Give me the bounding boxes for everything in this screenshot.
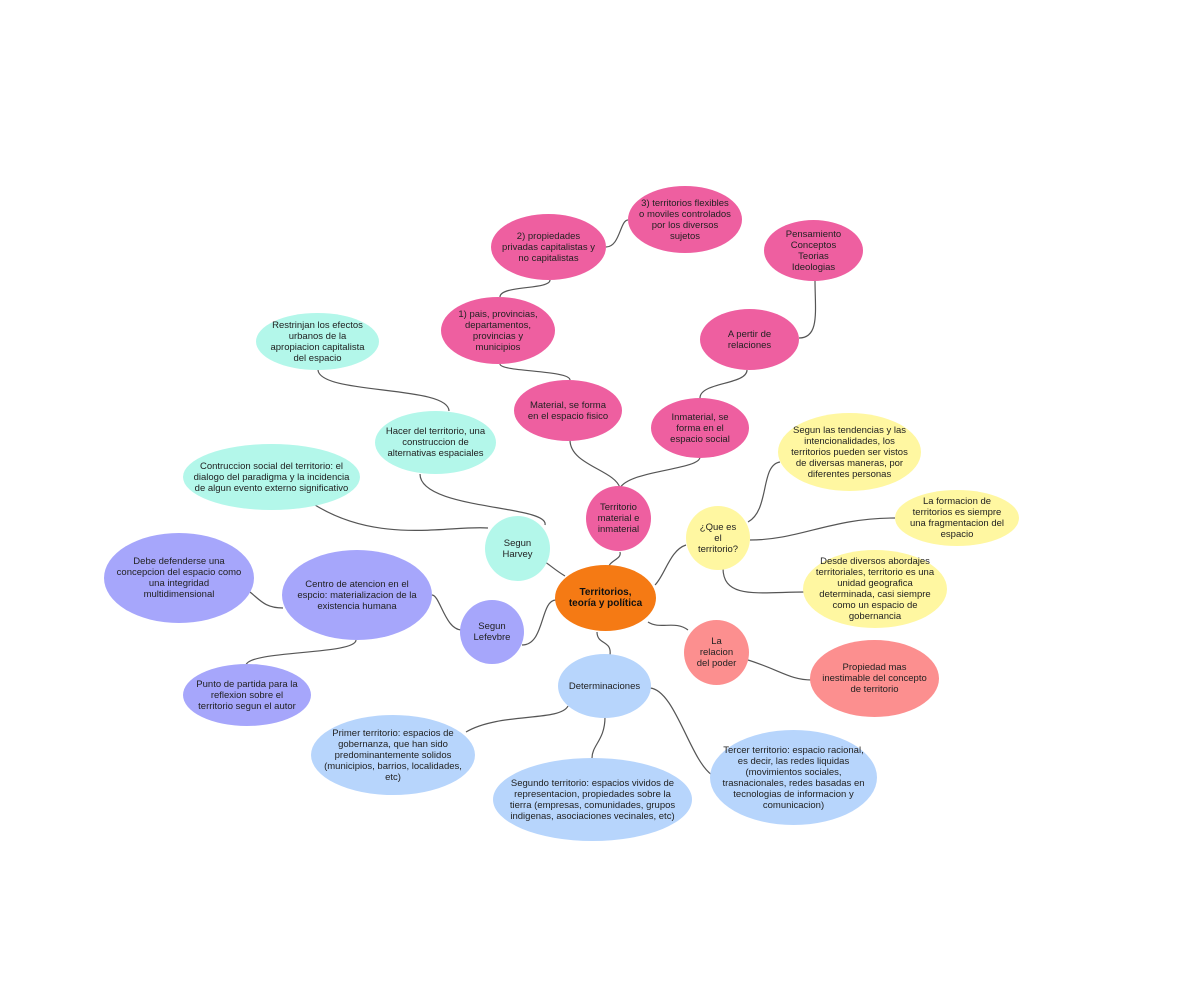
node-a-pertir-de-relaciones[interactable]: A pertir de relaciones	[700, 309, 799, 370]
node-determinaciones[interactable]: Determinaciones	[558, 654, 651, 718]
node-contruccion-social[interactable]: Contruccion social del territorio: el di…	[183, 444, 360, 510]
node-territorio-material-inmaterial[interactable]: Territorio material e inmaterial	[586, 486, 651, 551]
node-debe-defenderse[interactable]: Debe defenderse una concepcion del espac…	[104, 533, 254, 623]
node-que-es-el-territorio[interactable]: ¿Que es el territorio?	[686, 506, 750, 570]
node-primer-territorio[interactable]: Primer territorio: espacios de gobernanz…	[311, 715, 475, 795]
node-material[interactable]: Material, se forma en el espacio fisico	[514, 380, 622, 441]
node-hacer-territorio[interactable]: Hacer del territorio, una construccion d…	[375, 411, 496, 474]
root-node[interactable]: Territorios, teoría y política	[555, 565, 656, 631]
node-desde-diversos[interactable]: Desde diversos abordajes territoriales, …	[803, 550, 947, 628]
node-territorios-flexibles[interactable]: 3) territorios flexibles o moviles contr…	[628, 186, 742, 253]
node-propiedad-mas-inestimable[interactable]: Propiedad mas inestimable del concepto d…	[810, 640, 939, 717]
node-segundo-territorio[interactable]: Segundo territorio: espacios vividos de …	[493, 758, 692, 841]
node-segun-lefevbre[interactable]: Segun Lefevbre	[460, 600, 524, 664]
node-paises[interactable]: 1) pais, provincias, departamentos, prov…	[441, 297, 555, 364]
node-centro-de-atencion[interactable]: Centro de atencion en el espcio: materia…	[282, 550, 432, 640]
node-punto-de-partida[interactable]: Punto de partida para la reflexion sobre…	[183, 664, 311, 726]
node-segun-las-tendencias[interactable]: Segun las tendencias y las intencionalid…	[778, 413, 921, 491]
node-restrinjan[interactable]: Restrinjan los efectos urbanos de la apr…	[256, 313, 379, 370]
node-tercer-territorio[interactable]: Tercer territorio: espacio racional, es …	[710, 730, 877, 825]
node-inmaterial[interactable]: Inmaterial, se forma en el espacio socia…	[651, 398, 749, 458]
node-la-formacion[interactable]: La formacion de territorios es siempre u…	[895, 490, 1019, 546]
node-la-relacion-del-poder[interactable]: La relacion del poder	[684, 620, 749, 685]
node-pensamiento[interactable]: Pensamiento Conceptos Teorias Ideologias	[764, 220, 863, 281]
node-propiedades-privadas[interactable]: 2) propiedades privadas capitalistas y n…	[491, 214, 606, 280]
node-segun-harvey[interactable]: Segun Harvey	[485, 516, 550, 581]
